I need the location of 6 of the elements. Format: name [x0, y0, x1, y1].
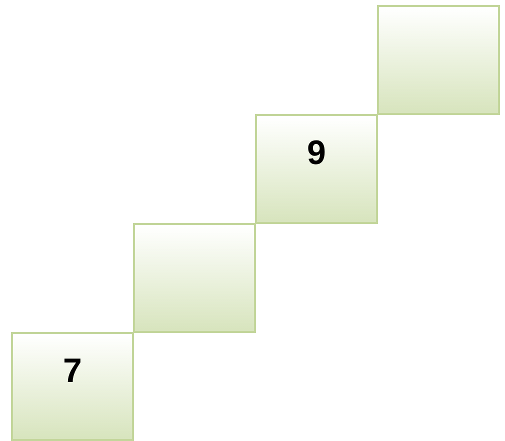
square-box	[133, 223, 256, 333]
number-label: 9	[307, 134, 326, 172]
number-label: 7	[63, 352, 82, 390]
number-box	[11, 332, 134, 441]
number-box	[255, 114, 378, 224]
square-box	[377, 5, 500, 115]
